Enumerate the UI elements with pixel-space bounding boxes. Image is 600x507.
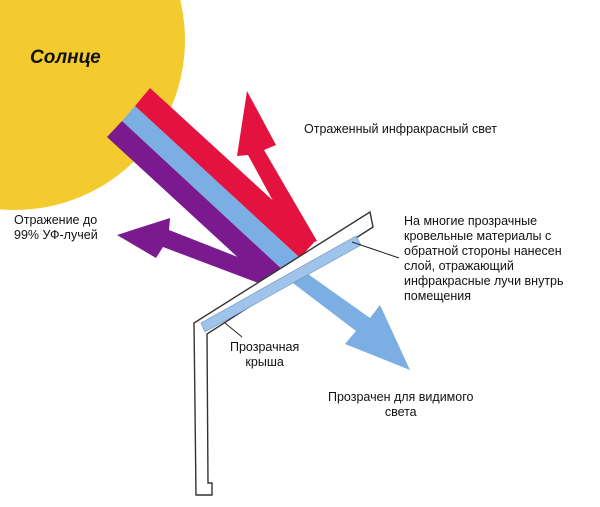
transmitted-visible-arrow: [281, 262, 410, 370]
coating-leader-line: [351, 241, 400, 259]
roof-label: Прозрачная крыша: [230, 340, 299, 370]
uv-reflection-line-2: 99% УФ-лучей: [14, 228, 98, 242]
coating-note-line-1: На многие прозрачные: [404, 214, 538, 228]
uv-reflection-arrow: [117, 218, 276, 287]
reflected-ir-label: Отраженный инфракрасный свет: [304, 122, 497, 136]
coating-note-label: На многие прозрачные кровельные материал…: [404, 214, 564, 304]
coating-note-line-6: помещения: [404, 289, 472, 303]
sun-label: Солнце: [30, 47, 101, 68]
reflective-coating: [200, 235, 362, 333]
roof-leader-line: [224, 322, 243, 338]
roof-label-line-2: крыша: [245, 355, 284, 369]
visible-light-label: Прозрачен для видимого света: [328, 390, 473, 420]
coating-note-line-4: слой, отражающий: [404, 259, 514, 273]
sun: [0, 0, 185, 210]
coating-note-line-5: инфракрасные лучи внутрь: [404, 274, 564, 288]
visible-light-line-2: света: [384, 405, 417, 419]
incoming-visible-band: [122, 106, 300, 272]
uv-reflection-line-1: Отражение до: [14, 213, 98, 227]
reflected-infrared-arrow: [237, 91, 317, 247]
visible-light-line-1: Прозрачен для видимого: [328, 390, 474, 404]
coating-note-line-2: кровельные материалы с: [404, 229, 552, 243]
uv-reflection-label: Отражение до 99% УФ-лучей: [14, 213, 98, 243]
incoming-infrared-band: [135, 88, 316, 258]
incoming-uv-band: [107, 121, 285, 286]
coating-note-line-3: обратной стороны нанесен: [404, 244, 562, 258]
roof-label-line-1: Прозрачная: [230, 340, 300, 354]
